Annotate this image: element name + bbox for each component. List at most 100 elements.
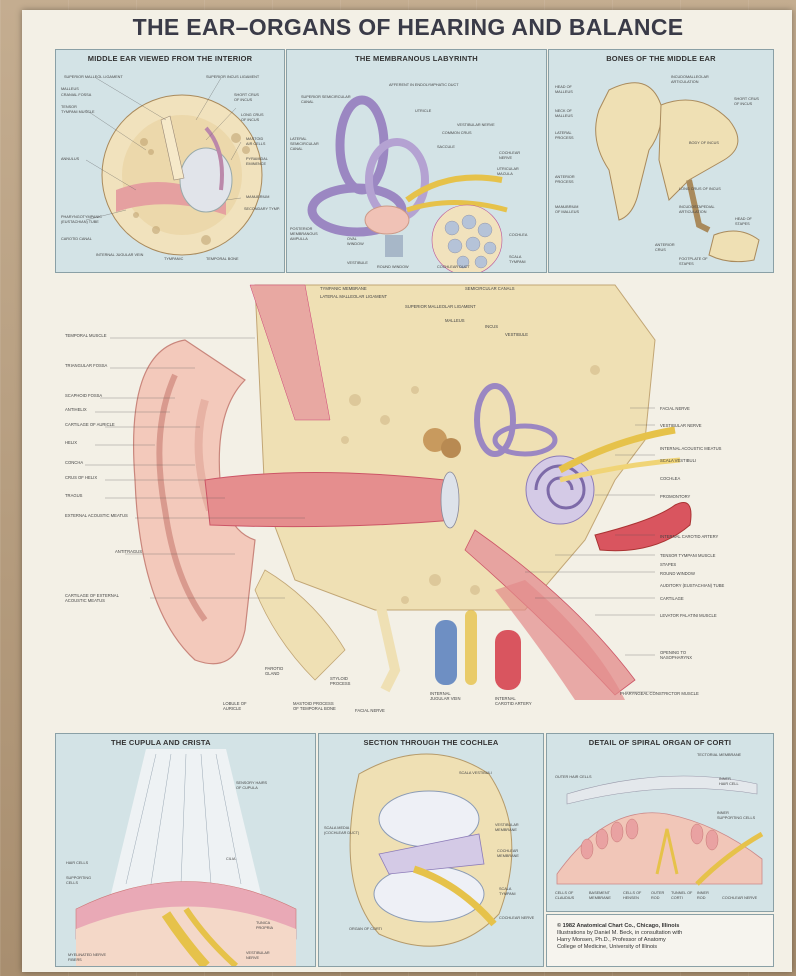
svg-text:MYELINATED NERVE: MYELINATED NERVE xyxy=(68,953,107,957)
panel-organ-of-corti: DETAIL OF SPIRAL ORGAN OF CORTI TECTORIA… xyxy=(546,733,774,912)
svg-text:MALLEUS: MALLEUS xyxy=(61,87,79,91)
panel-cochlea-section: SECTION THROUGH THE COCHLEA SCALA VESTIB… xyxy=(318,733,544,967)
svg-text:ANTITRAGUS: ANTITRAGUS xyxy=(115,549,142,554)
svg-text:ROUND WINDOW: ROUND WINDOW xyxy=(660,571,695,576)
svg-text:PHARYNGOTYMPANIC: PHARYNGOTYMPANIC xyxy=(61,215,102,219)
panel-main-ear-section: TEMPORAL MUSCLE TRIANGULAR FOSSA SCAPHOI… xyxy=(55,280,772,725)
svg-text:OUTER: OUTER xyxy=(651,891,665,895)
svg-text:ANTERIOR: ANTERIOR xyxy=(555,175,575,179)
svg-text:CAROTID CANAL: CAROTID CANAL xyxy=(61,237,92,241)
svg-text:OF CUPULA: OF CUPULA xyxy=(236,786,258,790)
svg-text:CARTILAGE OF AURICLE: CARTILAGE OF AURICLE xyxy=(65,422,115,427)
svg-text:TYMPANIC MEMBRANE: TYMPANIC MEMBRANE xyxy=(320,286,367,291)
svg-text:COCHLEA: COCHLEA xyxy=(660,476,680,481)
svg-text:AURICLE: AURICLE xyxy=(223,706,241,711)
svg-text:TYMPANI MUSCLE: TYMPANI MUSCLE xyxy=(61,110,95,114)
svg-text:LATERAL MALLEOLAR LIGAMENT: LATERAL MALLEOLAR LIGAMENT xyxy=(320,294,387,299)
panel-membranous-labyrinth: THE MEMBRANOUS LABYRINTH SUPERIOR SEMICI… xyxy=(286,49,547,276)
svg-text:TRAGUS: TRAGUS xyxy=(65,493,83,498)
svg-text:CRUS: CRUS xyxy=(655,248,666,252)
svg-text:OF INCUS: OF INCUS xyxy=(234,98,253,102)
svg-text:SEMICIRCULAR: SEMICIRCULAR xyxy=(290,142,319,146)
svg-text:COCHLEA: COCHLEA xyxy=(509,233,528,237)
svg-text:TYMPANI: TYMPANI xyxy=(509,260,526,264)
corti-illustration: TECTORIAL MEMBRANE OUTER HAIR CELLS INNE… xyxy=(555,753,764,900)
svg-text:SUPERIOR MALLEOL LIGAMENT: SUPERIOR MALLEOL LIGAMENT xyxy=(64,75,123,79)
svg-text:WINDOW: WINDOW xyxy=(347,242,364,246)
svg-text:LONG CRUS OF INCUS: LONG CRUS OF INCUS xyxy=(679,187,721,191)
svg-text:STYLOID: STYLOID xyxy=(330,676,348,681)
svg-text:OF TEMPORAL BONE: OF TEMPORAL BONE xyxy=(293,706,336,711)
svg-text:INCUS: INCUS xyxy=(485,324,498,329)
svg-text:TENSOR: TENSOR xyxy=(61,105,77,109)
credit-box: © 1982 Anatomical Chart Co., Chicago, Il… xyxy=(546,914,774,967)
svg-text:VESTIBULE: VESTIBULE xyxy=(505,332,528,337)
svg-text:INTERNAL CAROTID ARTERY: INTERNAL CAROTID ARTERY xyxy=(660,534,719,539)
svg-text:HELIX: HELIX xyxy=(65,440,77,445)
svg-text:HEAD OF: HEAD OF xyxy=(555,85,573,89)
svg-text:SECONDARY TYMP.: SECONDARY TYMP. xyxy=(244,207,280,211)
svg-text:VESTIBULE: VESTIBULE xyxy=(347,261,368,265)
svg-text:SUPERIOR INCUS LIGAMENT: SUPERIOR INCUS LIGAMENT xyxy=(206,75,260,79)
svg-text:INCUDOSTAPEDIAL: INCUDOSTAPEDIAL xyxy=(679,205,715,209)
svg-text:PROMONTORY: PROMONTORY xyxy=(660,494,691,499)
svg-text:SUPERIOR SEMICIRCULAR: SUPERIOR SEMICIRCULAR xyxy=(301,95,351,99)
svg-text:CANAL: CANAL xyxy=(290,147,303,151)
svg-text:CRANIAL FOSSA: CRANIAL FOSSA xyxy=(61,93,92,97)
panel-title: MIDDLE EAR VIEWED FROM THE INTERIOR xyxy=(87,54,253,63)
svg-text:LONG CRUS: LONG CRUS xyxy=(241,113,264,117)
svg-text:ROD: ROD xyxy=(651,896,660,900)
svg-text:SCALA VESTIBULI: SCALA VESTIBULI xyxy=(459,771,492,775)
svg-text:SHORT CRUS: SHORT CRUS xyxy=(734,97,759,101)
svg-text:AIR CELLS: AIR CELLS xyxy=(246,142,266,146)
main-ear-illustration: TEMPORAL MUSCLE TRIANGULAR FOSSA SCAPHOI… xyxy=(65,284,725,713)
svg-text:FACIAL NERVE: FACIAL NERVE xyxy=(660,406,690,411)
svg-text:TEMPORAL MUSCLE: TEMPORAL MUSCLE xyxy=(65,333,107,338)
svg-text:EMINENCE: EMINENCE xyxy=(246,162,267,166)
svg-text:OF INCUS: OF INCUS xyxy=(734,102,753,106)
svg-text:INTERNAL: INTERNAL xyxy=(430,691,451,696)
svg-text:TYMPANIC: TYMPANIC xyxy=(164,257,184,261)
svg-text:SCALA: SCALA xyxy=(509,255,522,259)
svg-text:CORTI: CORTI xyxy=(671,896,683,900)
svg-text:ANNULUS: ANNULUS xyxy=(61,157,80,161)
svg-text:INNER: INNER xyxy=(697,891,709,895)
svg-text:LOBULE OF: LOBULE OF xyxy=(223,701,247,706)
svg-text:CELLS OF: CELLS OF xyxy=(623,891,642,895)
svg-text:TUNICA: TUNICA xyxy=(256,921,271,925)
svg-text:CAROTID ARTERY: CAROTID ARTERY xyxy=(495,701,532,706)
svg-text:TYMPANI: TYMPANI xyxy=(499,892,516,896)
svg-text:OVAL: OVAL xyxy=(347,237,357,241)
panel-title: SECTION THROUGH THE COCHLEA xyxy=(363,738,499,747)
svg-text:AMPULLA: AMPULLA xyxy=(290,237,308,241)
svg-text:ANTERIOR: ANTERIOR xyxy=(655,243,675,247)
svg-text:(COCHLEAR DUCT): (COCHLEAR DUCT) xyxy=(324,831,360,835)
svg-text:STAPES: STAPES xyxy=(735,222,750,226)
svg-text:FIBERS: FIBERS xyxy=(68,958,82,962)
svg-text:OF MALLEUS: OF MALLEUS xyxy=(555,210,580,214)
svg-text:MALLEUS: MALLEUS xyxy=(445,318,465,323)
svg-text:LATERAL: LATERAL xyxy=(290,137,307,141)
svg-text:SUPERIOR MALLEOLAR LIGAMENT: SUPERIOR MALLEOLAR LIGAMENT xyxy=(405,304,476,309)
svg-text:HAIR CELLS: HAIR CELLS xyxy=(66,861,89,865)
svg-text:PYRAMIDAL: PYRAMIDAL xyxy=(246,157,268,161)
svg-text:CELLS: CELLS xyxy=(66,881,78,885)
svg-text:UTRICULAR: UTRICULAR xyxy=(497,167,519,171)
svg-text:NERVE: NERVE xyxy=(499,156,512,160)
svg-text:SENSORY HAIRS: SENSORY HAIRS xyxy=(236,781,268,785)
middle-ear-illustration: SUPERIOR MALLEOL LIGAMENT SUPERIOR INCUS… xyxy=(61,75,280,261)
svg-text:SCALA VESTIBULI: SCALA VESTIBULI xyxy=(660,458,696,463)
svg-text:INTERNAL JUGULAR VEIN: INTERNAL JUGULAR VEIN xyxy=(96,253,144,257)
svg-text:SEMICIRCULAR CANALS: SEMICIRCULAR CANALS xyxy=(465,286,515,291)
svg-text:ORGAN OF CORTI: ORGAN OF CORTI xyxy=(349,927,382,931)
svg-text:TUNNEL OF: TUNNEL OF xyxy=(671,891,693,895)
svg-text:PROCESS: PROCESS xyxy=(555,180,574,184)
svg-text:HAIR CELL: HAIR CELL xyxy=(719,782,739,786)
svg-text:PROCESS: PROCESS xyxy=(330,681,351,686)
svg-text:CARTILAGE: CARTILAGE xyxy=(660,596,684,601)
svg-text:TEMPORAL BONE: TEMPORAL BONE xyxy=(206,257,239,261)
svg-text:MASTOID: MASTOID xyxy=(246,137,263,141)
svg-text:PAROTID: PAROTID xyxy=(265,666,283,671)
svg-text:TRIANGULAR FOSSA: TRIANGULAR FOSSA xyxy=(65,363,108,368)
